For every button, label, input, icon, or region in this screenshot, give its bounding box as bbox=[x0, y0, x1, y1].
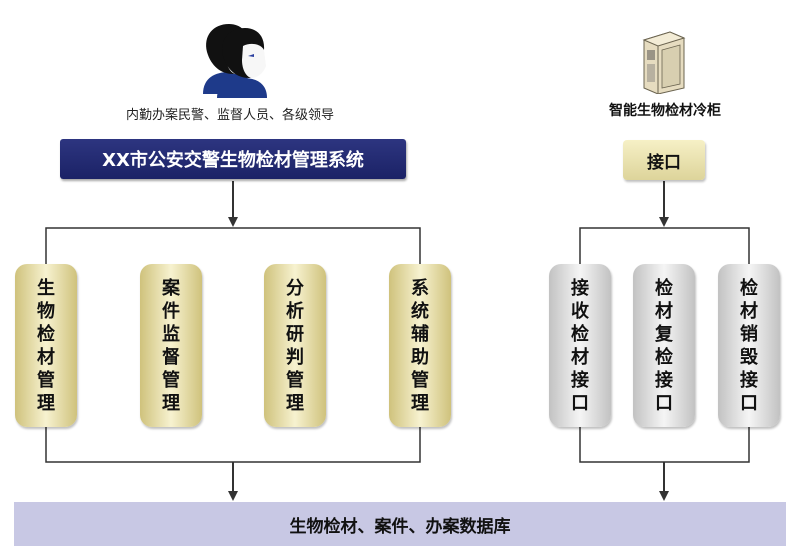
module-label: 分析研判管理 bbox=[286, 277, 304, 414]
module-label: 系统辅助管理 bbox=[411, 277, 429, 414]
users-icon bbox=[203, 24, 267, 98]
cabinet-caption: 智能生物检材冷柜 bbox=[609, 103, 721, 119]
left-bracket-bottom bbox=[45, 427, 421, 463]
right-bracket-top bbox=[579, 227, 750, 264]
module-case-supervision-management[interactable]: 案件监督管理 bbox=[140, 264, 202, 427]
module-label: 生物检材管理 bbox=[37, 277, 55, 414]
cabinet-icon bbox=[642, 31, 686, 94]
module-label: 案件监督管理 bbox=[162, 277, 180, 414]
database-label: 生物检材、案件、办案数据库 bbox=[289, 516, 511, 537]
users-caption: 内勤办案民警、监督人员、各级领导 bbox=[125, 108, 334, 123]
system-banner[interactable]: XX市公安交警生物检材管理系统 bbox=[60, 139, 406, 179]
module-label: 检材销毁接口 bbox=[740, 277, 758, 414]
module-label: 检材复检接口 bbox=[655, 277, 673, 414]
module-analysis-management[interactable]: 分析研判管理 bbox=[264, 264, 326, 427]
module-label: 接收检材接口 bbox=[571, 277, 589, 414]
module-receive-sample-interface[interactable]: 接收检材接口 bbox=[549, 264, 611, 427]
module-recheck-sample-interface[interactable]: 检材复检接口 bbox=[633, 264, 695, 427]
right-bracket-bottom bbox=[579, 427, 750, 463]
module-biological-sample-management[interactable]: 生物检材管理 bbox=[15, 264, 77, 427]
left-bracket-top bbox=[45, 227, 421, 264]
interface-label: 接口 bbox=[647, 152, 681, 173]
system-title: XX市公安交警生物检材管理系统 bbox=[102, 150, 364, 171]
interface-box[interactable]: 接口 bbox=[623, 140, 705, 180]
module-system-auxiliary-management[interactable]: 系统辅助管理 bbox=[389, 264, 451, 427]
module-destroy-sample-interface[interactable]: 检材销毁接口 bbox=[718, 264, 780, 427]
database-bar[interactable]: 生物检材、案件、办案数据库 bbox=[14, 502, 786, 546]
